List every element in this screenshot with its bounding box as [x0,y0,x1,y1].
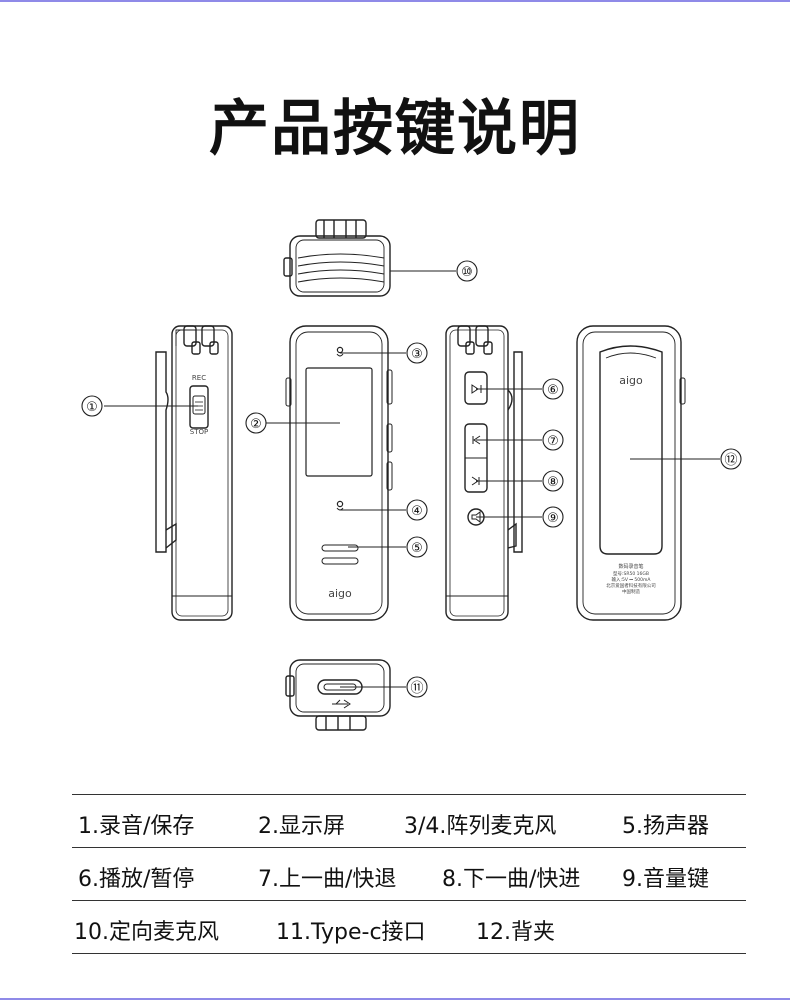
bottom-border-line [0,998,790,1000]
legend-item-directional-mic: 10.定向麦克风 [74,920,219,945]
callout-12: ⑫ [724,453,737,468]
legend-row-1: 1.录音/保存 2.显示屏 3/4.阵列麦克风 5.扬声器 [72,794,746,847]
callout-1: ① [86,400,98,415]
callout-2: ② [250,417,262,432]
legend-table: 1.录音/保存 2.显示屏 3/4.阵列麦克风 5.扬声器 6.播放/暂停 7.… [72,794,746,954]
front-view [285,325,393,621]
legend-item-next: 8.下一曲/快进 [442,867,581,892]
bottom-view [285,659,391,731]
back-label-line4: 北京爱国者科技有限公司 [606,582,656,589]
mic-bottom-icon [336,507,344,511]
back-label-line5: 中国制造 [622,588,640,595]
mic-top-icon [336,353,344,357]
callout-6: ⑥ [547,383,559,398]
back-view [576,325,686,621]
page-title: 产品按键说明 [209,94,581,164]
legend-item-play-pause: 6.播放/暂停 [78,867,195,892]
rec-label: REC [192,374,206,382]
callout-3: ③ [411,347,423,362]
next-icon [471,476,479,486]
back-label-line2: 型号:SR50 16GB [613,570,649,577]
callout-4: ④ [411,504,423,519]
legend-item-previous: 7.上一曲/快退 [258,867,397,892]
legend-item-typec-port: 11.Type-c接口 [276,920,426,945]
top-view [283,219,391,297]
callout-10: ⑩ [461,265,473,280]
callout-7: ⑦ [547,434,559,449]
callout-5: ⑤ [411,541,423,556]
top-border-line [0,0,790,2]
legend-row-2: 6.播放/暂停 7.上一曲/快退 8.下一曲/快进 9.音量键 [72,847,746,900]
callout-circles [81,260,742,698]
legend-item-back-clip: 12.背夹 [476,920,555,945]
product-diagram: ⑩ ① ② ③ ④ ⑤ ⑥ ⑦ ⑧ ⑨ ⑫ ⑪ REC STOP aigo ai… [81,219,742,731]
legend-item-array-mic: 3/4.阵列麦克风 [404,814,557,839]
volume-icon [471,511,481,523]
legend-item-display: 2.显示屏 [258,814,345,839]
stop-label: STOP [190,428,208,436]
previous-icon [473,435,481,445]
callout-8: ⑧ [547,475,559,490]
callout-9: ⑨ [547,511,559,526]
back-label-line1: 数码录音笔 [618,563,643,570]
legend-item-speaker: 5.扬声器 [622,814,709,839]
back-label-line3: 输入:5V ⎓ 500mA [612,576,652,583]
left-side-view [155,325,233,621]
callout-11: ⑪ [410,681,423,696]
right-side-view [445,325,523,621]
legend-row-3: 10.定向麦克风 11.Type-c接口 12.背夹 [72,900,746,954]
back-brand-logo: aigo [619,374,643,387]
play-pause-icon [471,384,479,394]
front-brand-logo: aigo [328,587,352,600]
legend-item-volume: 9.音量键 [622,867,709,892]
legend-item-record: 1.录音/保存 [78,814,195,839]
leader-lines [104,270,720,688]
